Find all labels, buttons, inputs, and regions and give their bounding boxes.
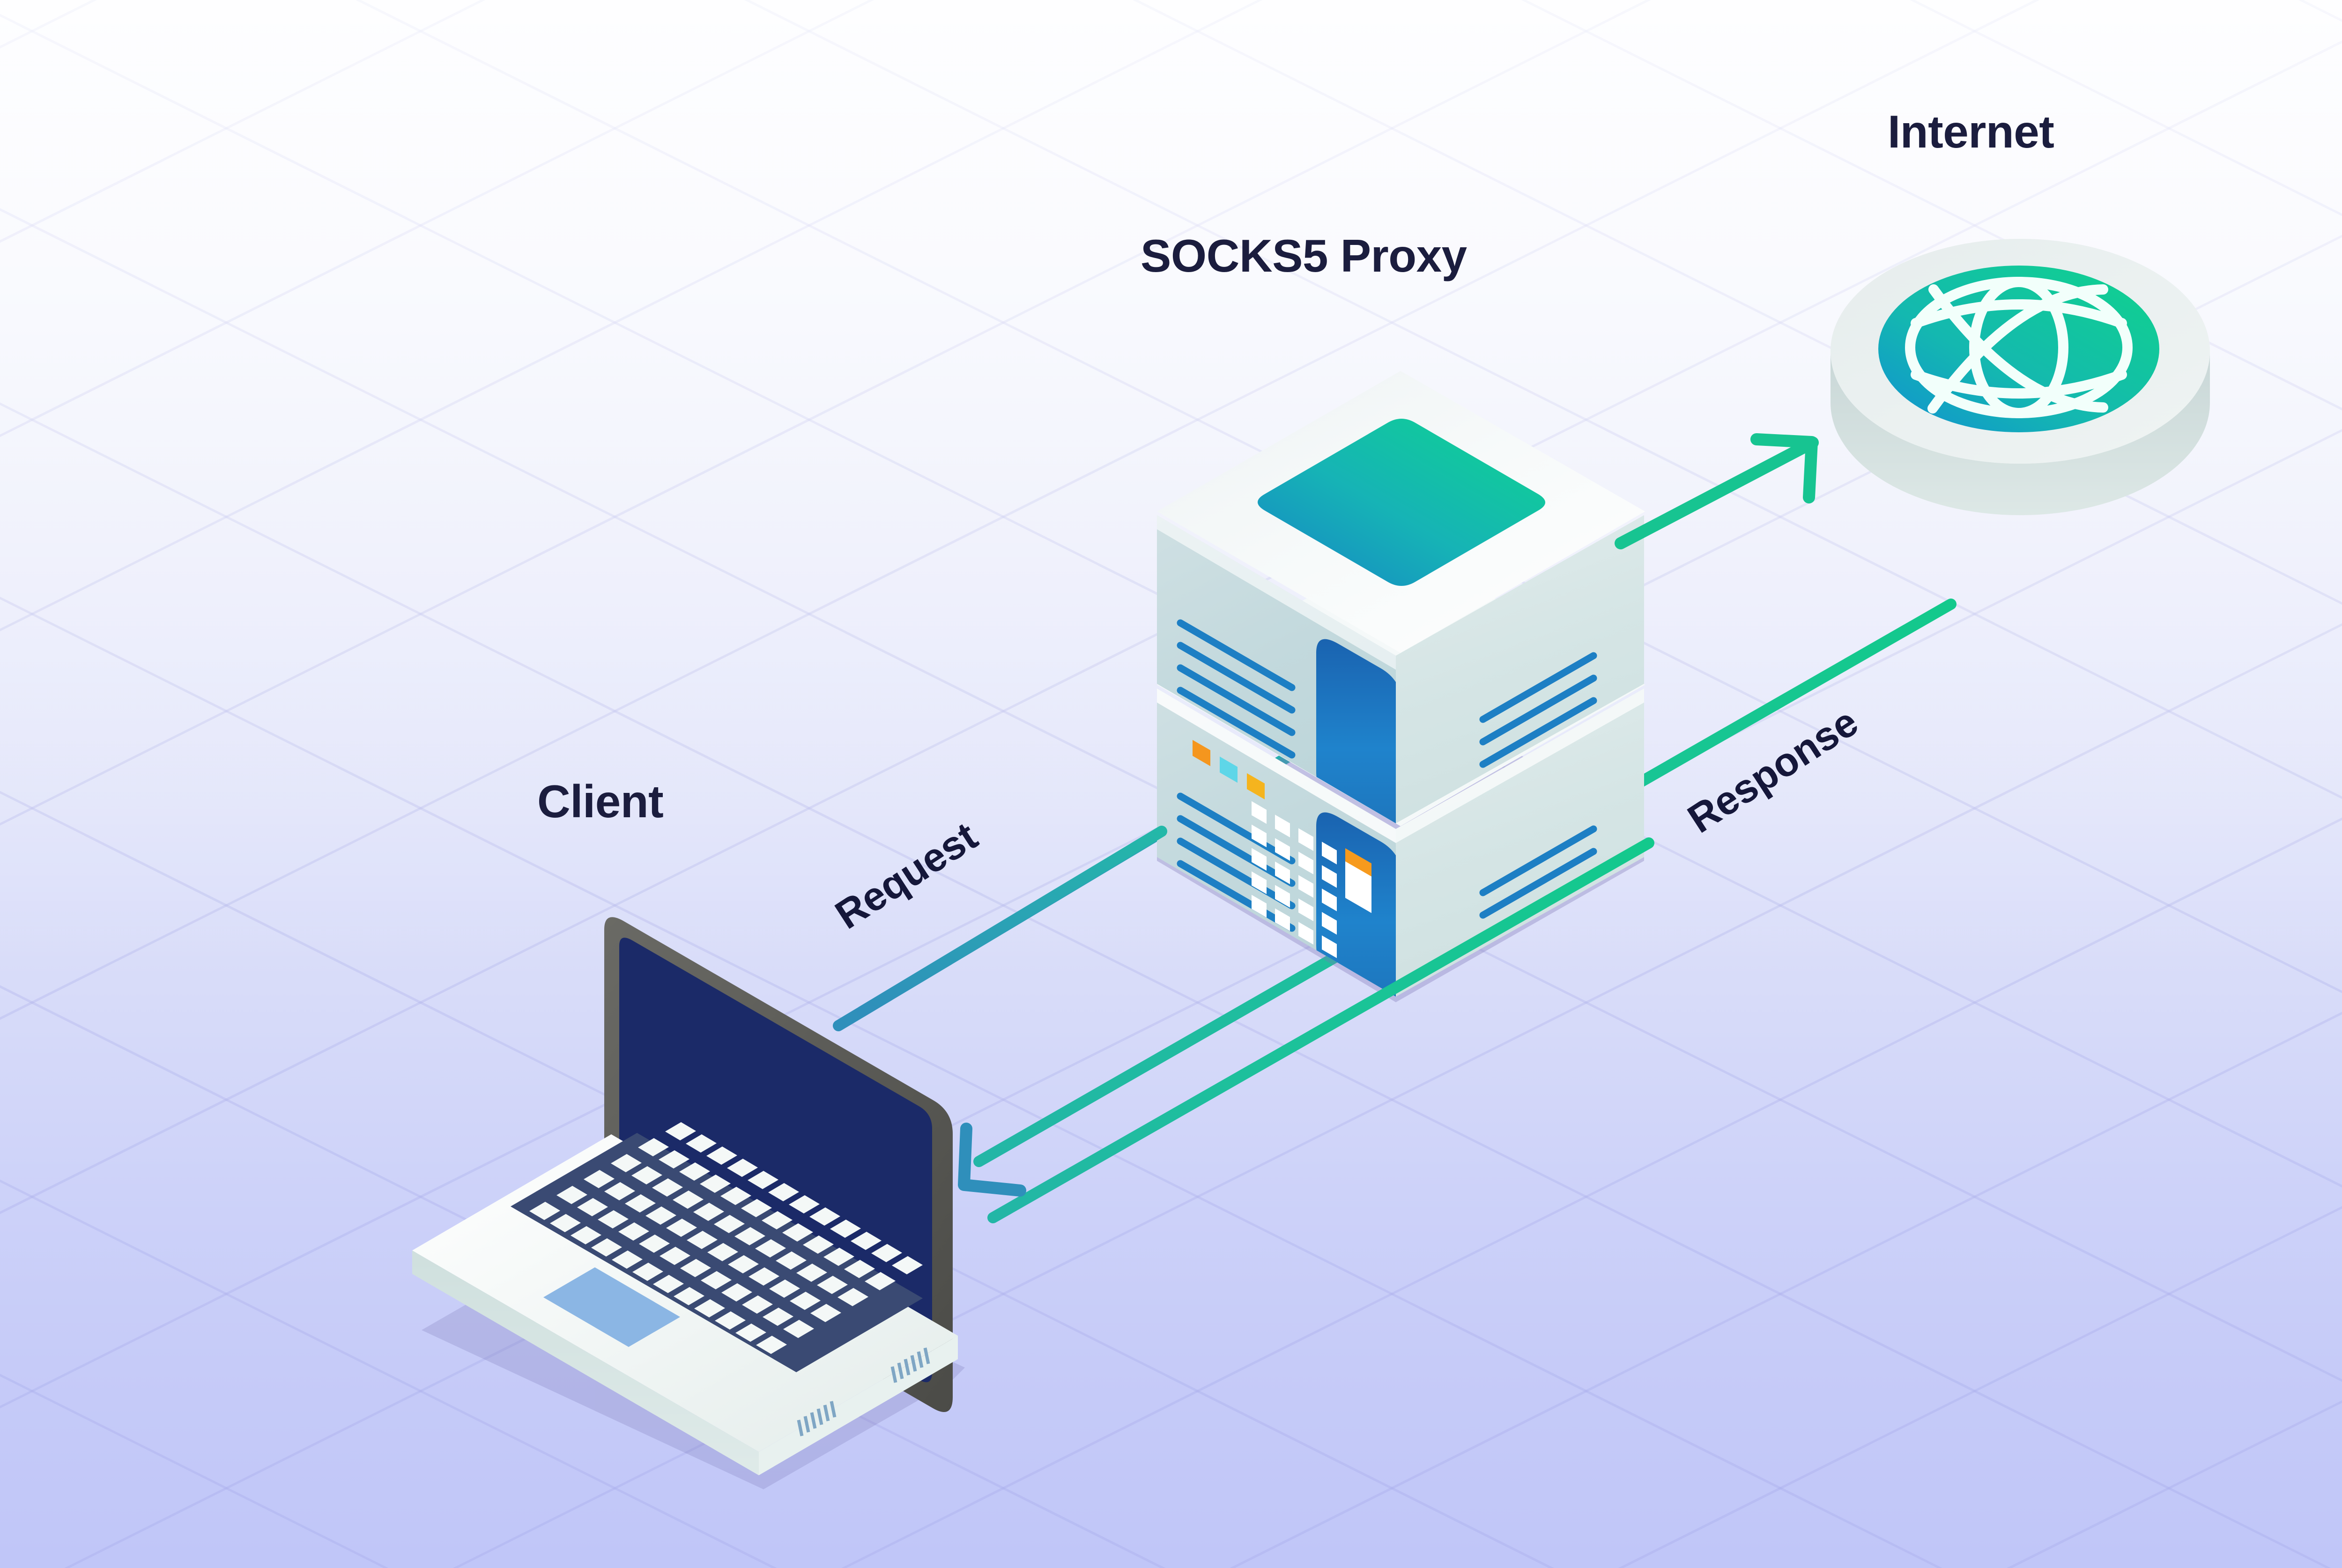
request-line-front bbox=[856, 826, 1167, 1017]
request-arrow-to-client bbox=[958, 1123, 1026, 1197]
client-label: Client bbox=[537, 776, 664, 827]
laptop-vents bbox=[797, 1347, 930, 1436]
cpu-chip-icon bbox=[1258, 419, 1545, 586]
led-indicators bbox=[1193, 740, 1265, 799]
internet-label: Internet bbox=[1888, 106, 2054, 157]
response-line-front bbox=[987, 837, 1654, 1223]
globe-icon bbox=[1878, 266, 2159, 432]
laptop-keyboard[interactable] bbox=[511, 1122, 923, 1372]
server-unit-upper bbox=[1157, 371, 1645, 823]
drive-bay-upper bbox=[1316, 639, 1396, 823]
proxy-label: SOCKS5 Proxy bbox=[1141, 230, 1467, 281]
drive-bay-lower bbox=[1316, 812, 1396, 997]
laptop-trackpad[interactable] bbox=[543, 1267, 680, 1347]
response-arrow-to-internet bbox=[1615, 433, 1819, 549]
